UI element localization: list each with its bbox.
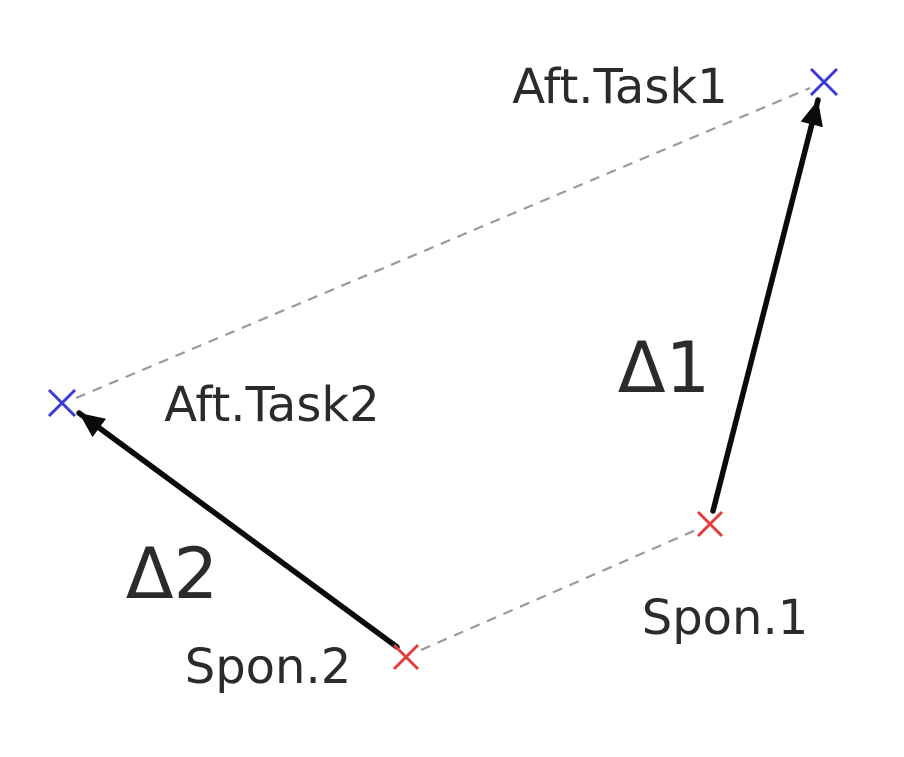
aft-task2-label: Aft.Task2 [164,377,379,433]
spon2-label: Spon.2 [185,639,352,695]
delta1-arrow [710,97,823,514]
delta2-label: Δ2 [126,533,218,615]
aftereffect-dashed-line [75,86,811,400]
spon1-label: Spon.1 [642,590,809,646]
delta1-label: Δ1 [618,327,710,409]
delta2-arrow [76,410,400,650]
aft-task1-label: Aft.Task1 [512,59,727,115]
spontaneous-dashed-line [420,528,697,652]
aft-task2-marker [47,388,77,418]
aft-task1-marker [809,67,839,97]
spon2-marker [392,643,420,671]
spon1-marker [696,510,724,538]
